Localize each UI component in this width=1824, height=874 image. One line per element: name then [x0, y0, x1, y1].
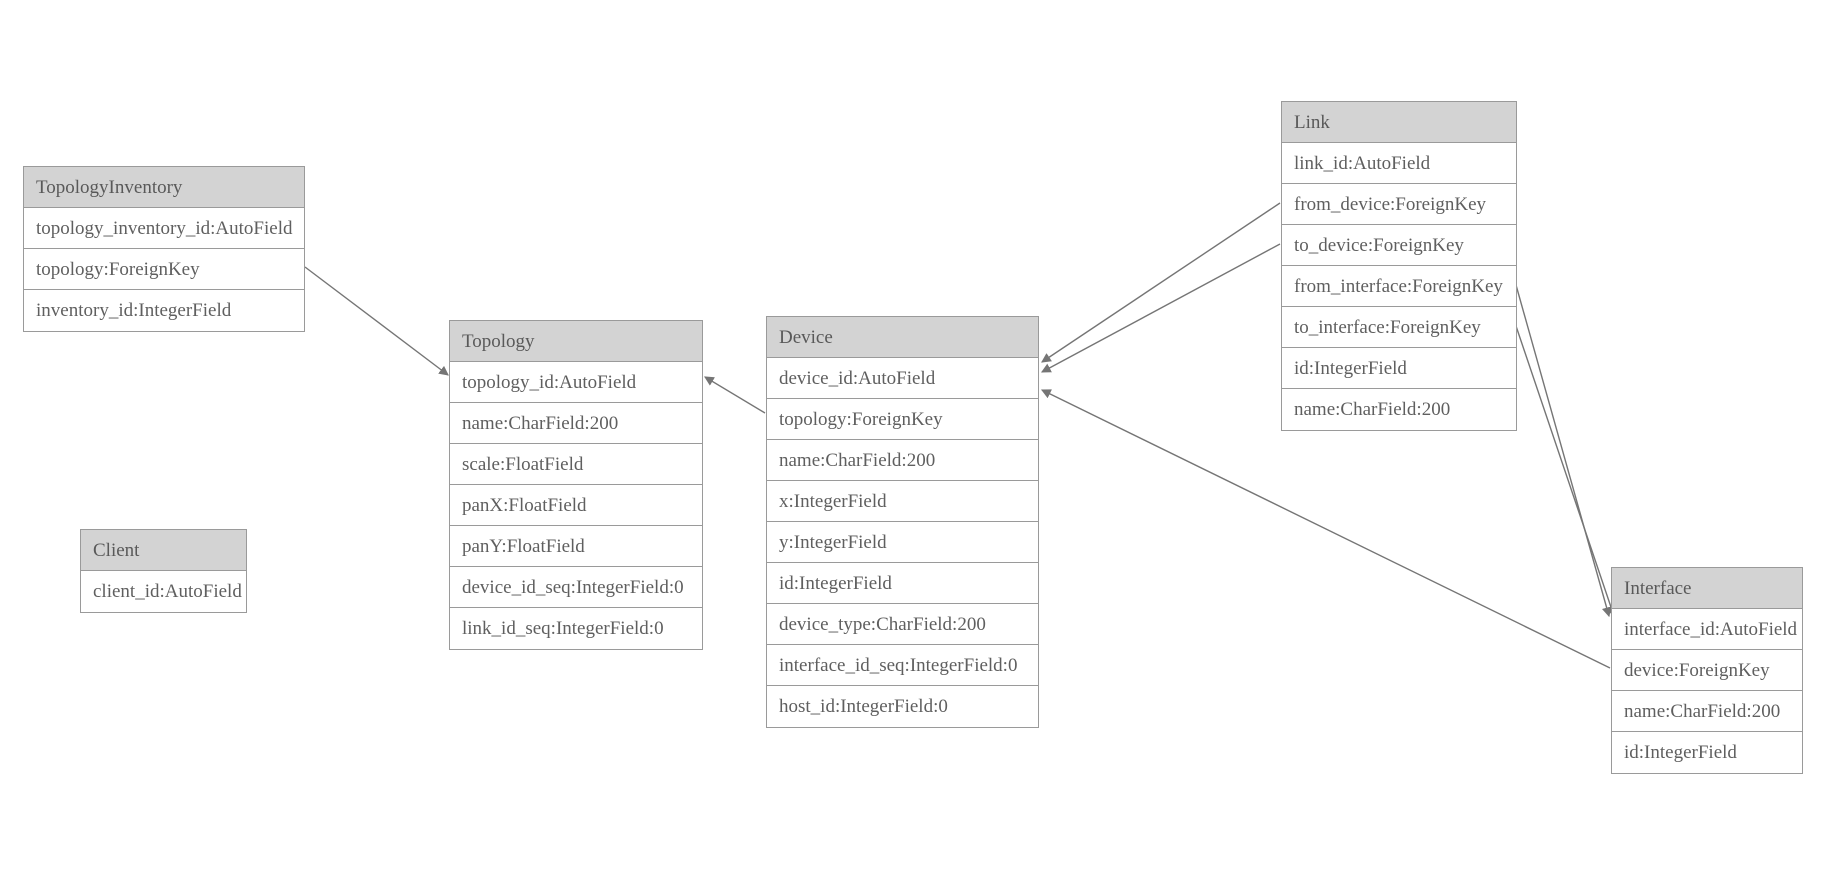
edge-link-interface-to[interactable]	[1515, 325, 1616, 618]
entity-field-row[interactable]: device_id_seq:IntegerField:0	[450, 567, 702, 608]
entity-field-row[interactable]: inventory_id:IntegerField	[36, 300, 232, 321]
entity-title-client: Client	[81, 530, 246, 571]
edge-topologyinventory-topology[interactable]	[304, 266, 449, 376]
entity-field-row[interactable]: id:IntegerField	[1624, 742, 1737, 763]
edge-link-device-to[interactable]	[1041, 243, 1281, 373]
edge-link-interface-from[interactable]	[1515, 284, 1612, 618]
entity-field-row[interactable]: from_interface:ForeignKey	[1282, 266, 1516, 307]
entity-field-row[interactable]: panY:FloatField	[450, 526, 702, 567]
entity-field-row[interactable]: host_id:IntegerField:0	[779, 696, 948, 717]
edge-link-device-from[interactable]	[1041, 202, 1281, 363]
entity-field-row[interactable]: interface_id_seq:IntegerField:0	[767, 645, 1038, 686]
entity-field-row[interactable]: name:CharField:200	[1612, 691, 1802, 732]
entity-field-row[interactable]: device:ForeignKey	[1612, 650, 1802, 691]
entity-field-row[interactable]: to_interface:ForeignKey	[1282, 307, 1516, 348]
entity-field-row[interactable]: id:IntegerField	[767, 563, 1038, 604]
entity-title-interface: Interface	[1612, 568, 1802, 609]
entity-field-row[interactable]: link_id:AutoField	[1282, 143, 1516, 184]
entity-field-row[interactable]: name:CharField:200	[450, 403, 702, 444]
entity-field-row[interactable]: to_device:ForeignKey	[1282, 225, 1516, 266]
entity-title-topology: Topology	[450, 321, 702, 362]
entity-field-row[interactable]: scale:FloatField	[450, 444, 702, 485]
entity-field-row[interactable]: topology:ForeignKey	[24, 249, 304, 290]
entity-field-row[interactable]: name:CharField:200	[767, 440, 1038, 481]
entity-field-row[interactable]: client_id:AutoField	[93, 581, 242, 602]
entity-title-link: Link	[1282, 102, 1516, 143]
entity-field-row[interactable]: device_id:AutoField	[767, 358, 1038, 399]
entity-title-device: Device	[767, 317, 1038, 358]
entity-field-row[interactable]: x:IntegerField	[767, 481, 1038, 522]
entity-field-row[interactable]: topology_id:AutoField	[450, 362, 702, 403]
entity-field-row[interactable]: name:CharField:200	[1294, 399, 1451, 420]
entity-field-row[interactable]: y:IntegerField	[767, 522, 1038, 563]
entity-title-topology_inventory: TopologyInventory	[24, 167, 304, 208]
entity-field-row[interactable]: interface_id:AutoField	[1612, 609, 1802, 650]
entity-field-row[interactable]: from_device:ForeignKey	[1282, 184, 1516, 225]
entity-field-row[interactable]: id:IntegerField	[1282, 348, 1516, 389]
entity-client[interactable]: Client client_id:AutoField	[80, 529, 247, 613]
entity-field-row[interactable]: panX:FloatField	[450, 485, 702, 526]
entity-field-row[interactable]: topology:ForeignKey	[767, 399, 1038, 440]
entity-field-row[interactable]: link_id_seq:IntegerField:0	[462, 618, 664, 639]
edge-device-topology[interactable]	[704, 376, 766, 414]
edge-interface-device[interactable]	[1040, 389, 1611, 669]
entity-field-row[interactable]: device_type:CharField:200	[767, 604, 1038, 645]
entity-field-row[interactable]: topology_inventory_id:AutoField	[24, 208, 304, 249]
